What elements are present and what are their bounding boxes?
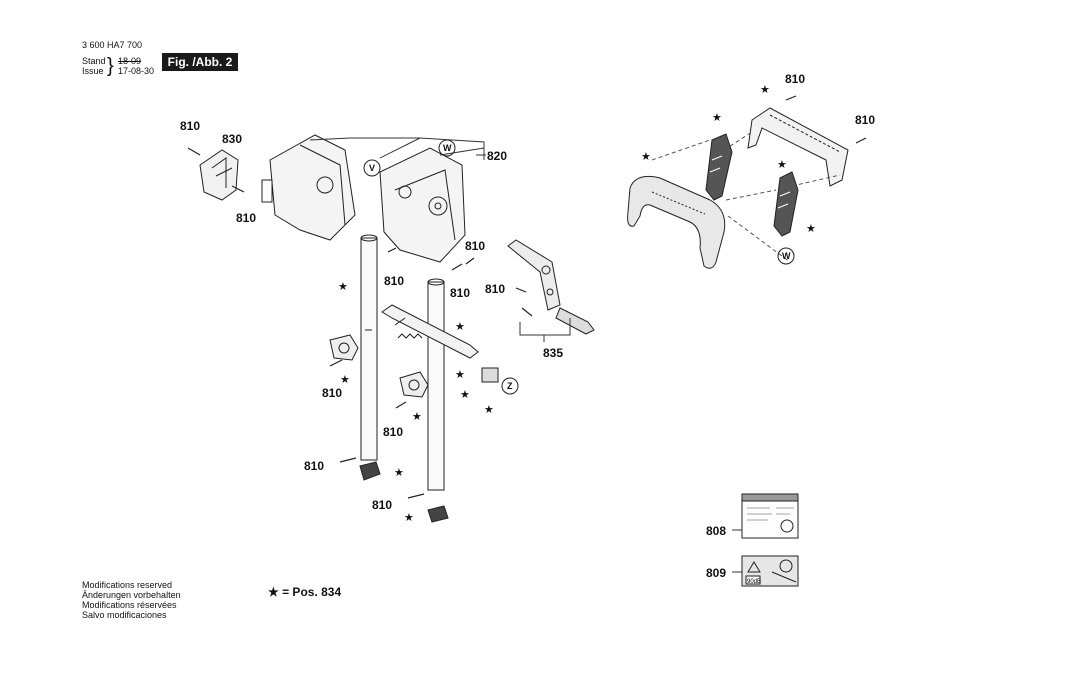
star-9: ★ xyxy=(404,511,414,524)
circle-w-top: W xyxy=(443,143,452,153)
star-13: ★ xyxy=(777,158,787,171)
star-5: ★ xyxy=(460,388,470,401)
modifications-en: Modifications reserved xyxy=(82,580,173,590)
callout-810-l: 810 xyxy=(855,113,875,127)
leader-lines xyxy=(309,137,742,573)
star-legend: ★ = Pos. 834 xyxy=(268,585,342,599)
spring xyxy=(397,333,423,339)
star-6: ★ xyxy=(412,410,422,423)
callout-810-d: 810 xyxy=(465,239,485,253)
callout-810-i: 810 xyxy=(304,459,324,473)
clamp-lower xyxy=(399,371,429,398)
foot-left xyxy=(359,461,381,481)
star-markers: ★ ★ ★ ★ ★ ★ ★ ★ ★ ★ ★ ★ ★ ★ xyxy=(338,83,816,524)
figure-badge: Fig. /Abb. 2 xyxy=(162,53,238,71)
callout-labels: 810 830 810 820 810 810 810 810 835 810 … xyxy=(180,72,875,580)
modifications-de: Änderungen vorbehalten xyxy=(82,590,181,600)
handle-bracket-right xyxy=(773,171,799,237)
callout-810-a: 810 xyxy=(180,119,200,133)
callout-835: 835 xyxy=(543,346,563,360)
label-808-plate xyxy=(741,493,799,539)
circle-z: Z xyxy=(507,381,513,391)
clamp-upper xyxy=(329,334,359,361)
brace: } xyxy=(107,55,114,77)
handle-dashed-guides xyxy=(651,131,841,263)
handle-bracket-left xyxy=(705,133,733,201)
callout-808: 808 xyxy=(706,524,726,538)
cap-knob xyxy=(481,367,499,383)
callout-830: 830 xyxy=(222,132,242,146)
issue-value: 17-08-30 xyxy=(118,66,155,76)
screws xyxy=(187,95,867,499)
modifications-fr: Modifications réservées xyxy=(82,600,177,610)
callout-810-g: 810 xyxy=(322,386,342,400)
handle-grip xyxy=(627,175,726,269)
circle-v: V xyxy=(369,163,375,173)
circle-w-handle: W xyxy=(782,251,791,261)
star-11: ★ xyxy=(712,111,722,124)
callout-809: 809 xyxy=(706,566,726,580)
callout-810-b: 810 xyxy=(236,211,256,225)
callout-810-e: 810 xyxy=(450,286,470,300)
star-2: ★ xyxy=(455,320,465,333)
callout-820: 820 xyxy=(487,149,507,163)
sticker-90db: 90dB xyxy=(747,579,761,585)
circled-letters xyxy=(363,139,795,395)
modifications-notice: Modifications reserved Änderungen vorbeh… xyxy=(82,580,181,620)
tube-right xyxy=(427,278,445,491)
callout-810-h: 810 xyxy=(383,425,403,439)
lever-835 xyxy=(507,239,595,335)
issue-label: Issue xyxy=(82,66,104,76)
star-12: ★ xyxy=(760,83,770,96)
callout-810-f: 810 xyxy=(485,282,505,296)
callout-810-c: 810 xyxy=(384,274,404,288)
star-14: ★ xyxy=(806,222,816,235)
tube-left xyxy=(360,234,378,461)
housing-right xyxy=(379,147,466,263)
stand-value: 18-09 xyxy=(118,56,142,66)
latch-bar xyxy=(381,304,479,359)
doc-number: 3 600 HA7 700 xyxy=(82,40,143,50)
callout-810-k: 810 xyxy=(785,72,805,86)
stand-label: Stand xyxy=(82,56,106,66)
callout-810-j: 810 xyxy=(372,498,392,512)
star-7: ★ xyxy=(484,403,494,416)
star-4: ★ xyxy=(455,368,465,381)
foot-right xyxy=(427,505,449,523)
star-3: ★ xyxy=(340,373,350,386)
star-8: ★ xyxy=(394,466,404,479)
star-10: ★ xyxy=(641,150,651,163)
housing-left xyxy=(261,134,356,241)
modifications-es: Salvo modificaciones xyxy=(82,610,167,620)
label-809-plate xyxy=(741,555,799,587)
bracket-830 xyxy=(199,149,239,201)
handle-top-frame xyxy=(747,107,849,187)
star-1: ★ xyxy=(338,280,348,293)
